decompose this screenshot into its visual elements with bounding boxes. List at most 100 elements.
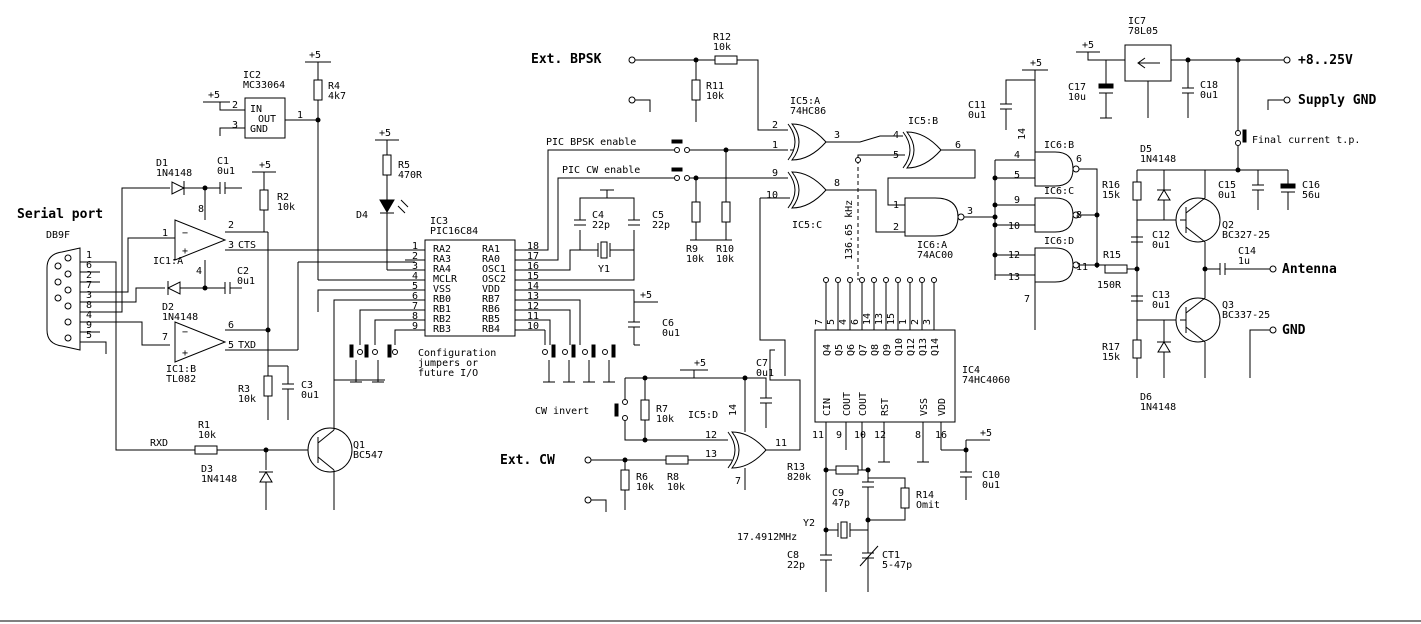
- transistor-q2: Q2 BC327-25: [1175, 197, 1270, 243]
- ic4-pin: VSS: [919, 398, 930, 416]
- crystal-y1: Y1: [580, 241, 634, 275]
- pin-num: 3: [834, 130, 840, 141]
- r9-label: R9: [686, 244, 698, 255]
- supply-label: +5: [694, 358, 706, 369]
- pin-num: 15: [527, 271, 539, 282]
- pin-num: 12: [527, 301, 539, 312]
- pin-num: 5: [412, 281, 418, 292]
- resistor-r14: R14 Omit: [900, 487, 940, 511]
- ic6d-label: IC6:D: [1044, 236, 1074, 247]
- pin-num: 5: [228, 340, 234, 351]
- pic-bpsk-enable-label: PIC BPSK enable: [546, 137, 636, 148]
- pic-cw-enable-label: PIC CW enable: [562, 165, 640, 176]
- ic2-pin-gnd: GND: [250, 124, 268, 135]
- pin-num: 11: [1076, 262, 1088, 273]
- pin-num: 2: [893, 222, 899, 233]
- c13-label: C13: [1152, 290, 1170, 301]
- pin-num: 6: [228, 320, 234, 331]
- ic4-counter: IC4 74HC4060: [814, 329, 1010, 423]
- capacitor-c2: C2 0u1: [224, 266, 255, 294]
- pin-num: 6: [412, 291, 418, 302]
- ic7-type: 78L05: [1128, 26, 1158, 37]
- resistor-r17: R17 15k: [1102, 339, 1142, 363]
- ic3-pin: OSC2: [482, 274, 506, 285]
- supply-in-label: +8..25V: [1298, 53, 1353, 68]
- ic3-pin: OSC1: [482, 264, 506, 275]
- r16-value: 15k: [1102, 190, 1120, 201]
- pin-num: 2: [910, 319, 921, 325]
- xor-gate-ic5d: 12 13 11 7: [705, 430, 787, 487]
- r8-label: R8: [667, 472, 679, 483]
- xor-gate-ic5b: IC5:B 4 5 6: [893, 116, 961, 169]
- ic3-pin: RB4: [482, 324, 500, 335]
- c11-value: 0u1: [968, 110, 986, 121]
- db9-pin: 9: [86, 320, 92, 331]
- c2-label: C2: [237, 266, 249, 277]
- r8-value: 10k: [667, 482, 685, 493]
- capacitor-c6: C6 0u1: [628, 318, 680, 339]
- resistor-r5: R5 470R: [382, 154, 423, 181]
- ic3-pin: RB5: [482, 314, 500, 325]
- r10-value: 10k: [716, 254, 734, 265]
- q2-value: BC327-25: [1222, 230, 1270, 241]
- ic3-pin: RB6: [482, 304, 500, 315]
- pin-num: 11: [775, 438, 787, 449]
- ic7-label: IC7: [1128, 16, 1146, 27]
- nand-gate-ic6a: IC6:A 74AC00 1 2 3: [893, 197, 973, 261]
- supply-label: +5: [640, 290, 652, 301]
- c5-label: C5: [652, 210, 664, 221]
- ic2-label: IC2: [243, 70, 261, 81]
- ic5a-type: 74HC86: [790, 106, 826, 117]
- supply-gnd-label: Supply GND: [1298, 93, 1376, 108]
- c6-label: C6: [662, 318, 674, 329]
- nand-gate-ic6d: IC6:D 12 13 11: [1008, 236, 1088, 283]
- resistor-r15: R15 150R: [1097, 250, 1128, 291]
- d1-label: D1: [156, 158, 168, 169]
- ic5d-label: IC5:D: [688, 410, 718, 421]
- r6-value: 10k: [636, 482, 654, 493]
- pin-num: 8: [834, 178, 840, 189]
- r5-label: R5: [398, 160, 410, 171]
- pin-num: 11: [527, 311, 539, 322]
- resistor-r13: R13 820k: [787, 462, 859, 483]
- resistor-r6: R6 10k: [620, 469, 654, 493]
- r1-label: R1: [198, 420, 210, 431]
- ic4-pin: Q10: [894, 338, 905, 356]
- y2-label: Y2: [803, 518, 815, 529]
- c14-value: 1u: [1238, 256, 1250, 267]
- ic3-type: PIC16C84: [430, 226, 478, 237]
- ic4-pin: Q7: [858, 344, 869, 356]
- ic3-pin: RA1: [482, 244, 500, 255]
- pin-num: 4: [196, 266, 202, 277]
- pin-num: 2: [772, 120, 778, 131]
- ic3-pin: RB3: [433, 324, 451, 335]
- pin-num: 11: [812, 430, 824, 441]
- pin-num: 10: [527, 321, 539, 332]
- ext-cw-label: Ext. CW: [500, 453, 555, 468]
- capacitor-c15: C15 0u1: [1218, 180, 1264, 201]
- pin-num: 14: [728, 404, 739, 416]
- pin-num: 9: [772, 168, 778, 179]
- pin-num: 10: [854, 430, 866, 441]
- rxd-label: RXD: [150, 438, 168, 449]
- pin-num: 1: [898, 319, 909, 325]
- r13-label: R13: [787, 462, 805, 473]
- resistor-r16: R16 15k: [1102, 180, 1142, 201]
- xor-gate-ic5c: IC5:C 9 10 8: [766, 168, 840, 231]
- ic4-pin: Q14: [930, 338, 941, 356]
- ic2-type: MC33064: [243, 80, 285, 91]
- ic2-pin-out: OUT: [258, 114, 276, 125]
- c1-value: 0u1: [217, 166, 235, 177]
- c14-label: C14: [1238, 246, 1256, 257]
- pin-num: 12: [1008, 250, 1020, 261]
- resistor-r8: R8 10k: [665, 455, 689, 493]
- ic7-regulator: IC7 78L05: [1124, 16, 1172, 82]
- resistor-r1: R1 10k: [194, 420, 218, 455]
- r10-label: R10: [716, 244, 734, 255]
- ic6c-label: IC6:C: [1044, 186, 1074, 197]
- pin-num: 12: [874, 430, 886, 441]
- resistor-r2: R2 10k: [259, 189, 295, 213]
- ic4-pin: Q12: [906, 338, 917, 356]
- capacitor-c4: C4 22p: [574, 210, 610, 231]
- c18-value: 0u1: [1200, 90, 1218, 101]
